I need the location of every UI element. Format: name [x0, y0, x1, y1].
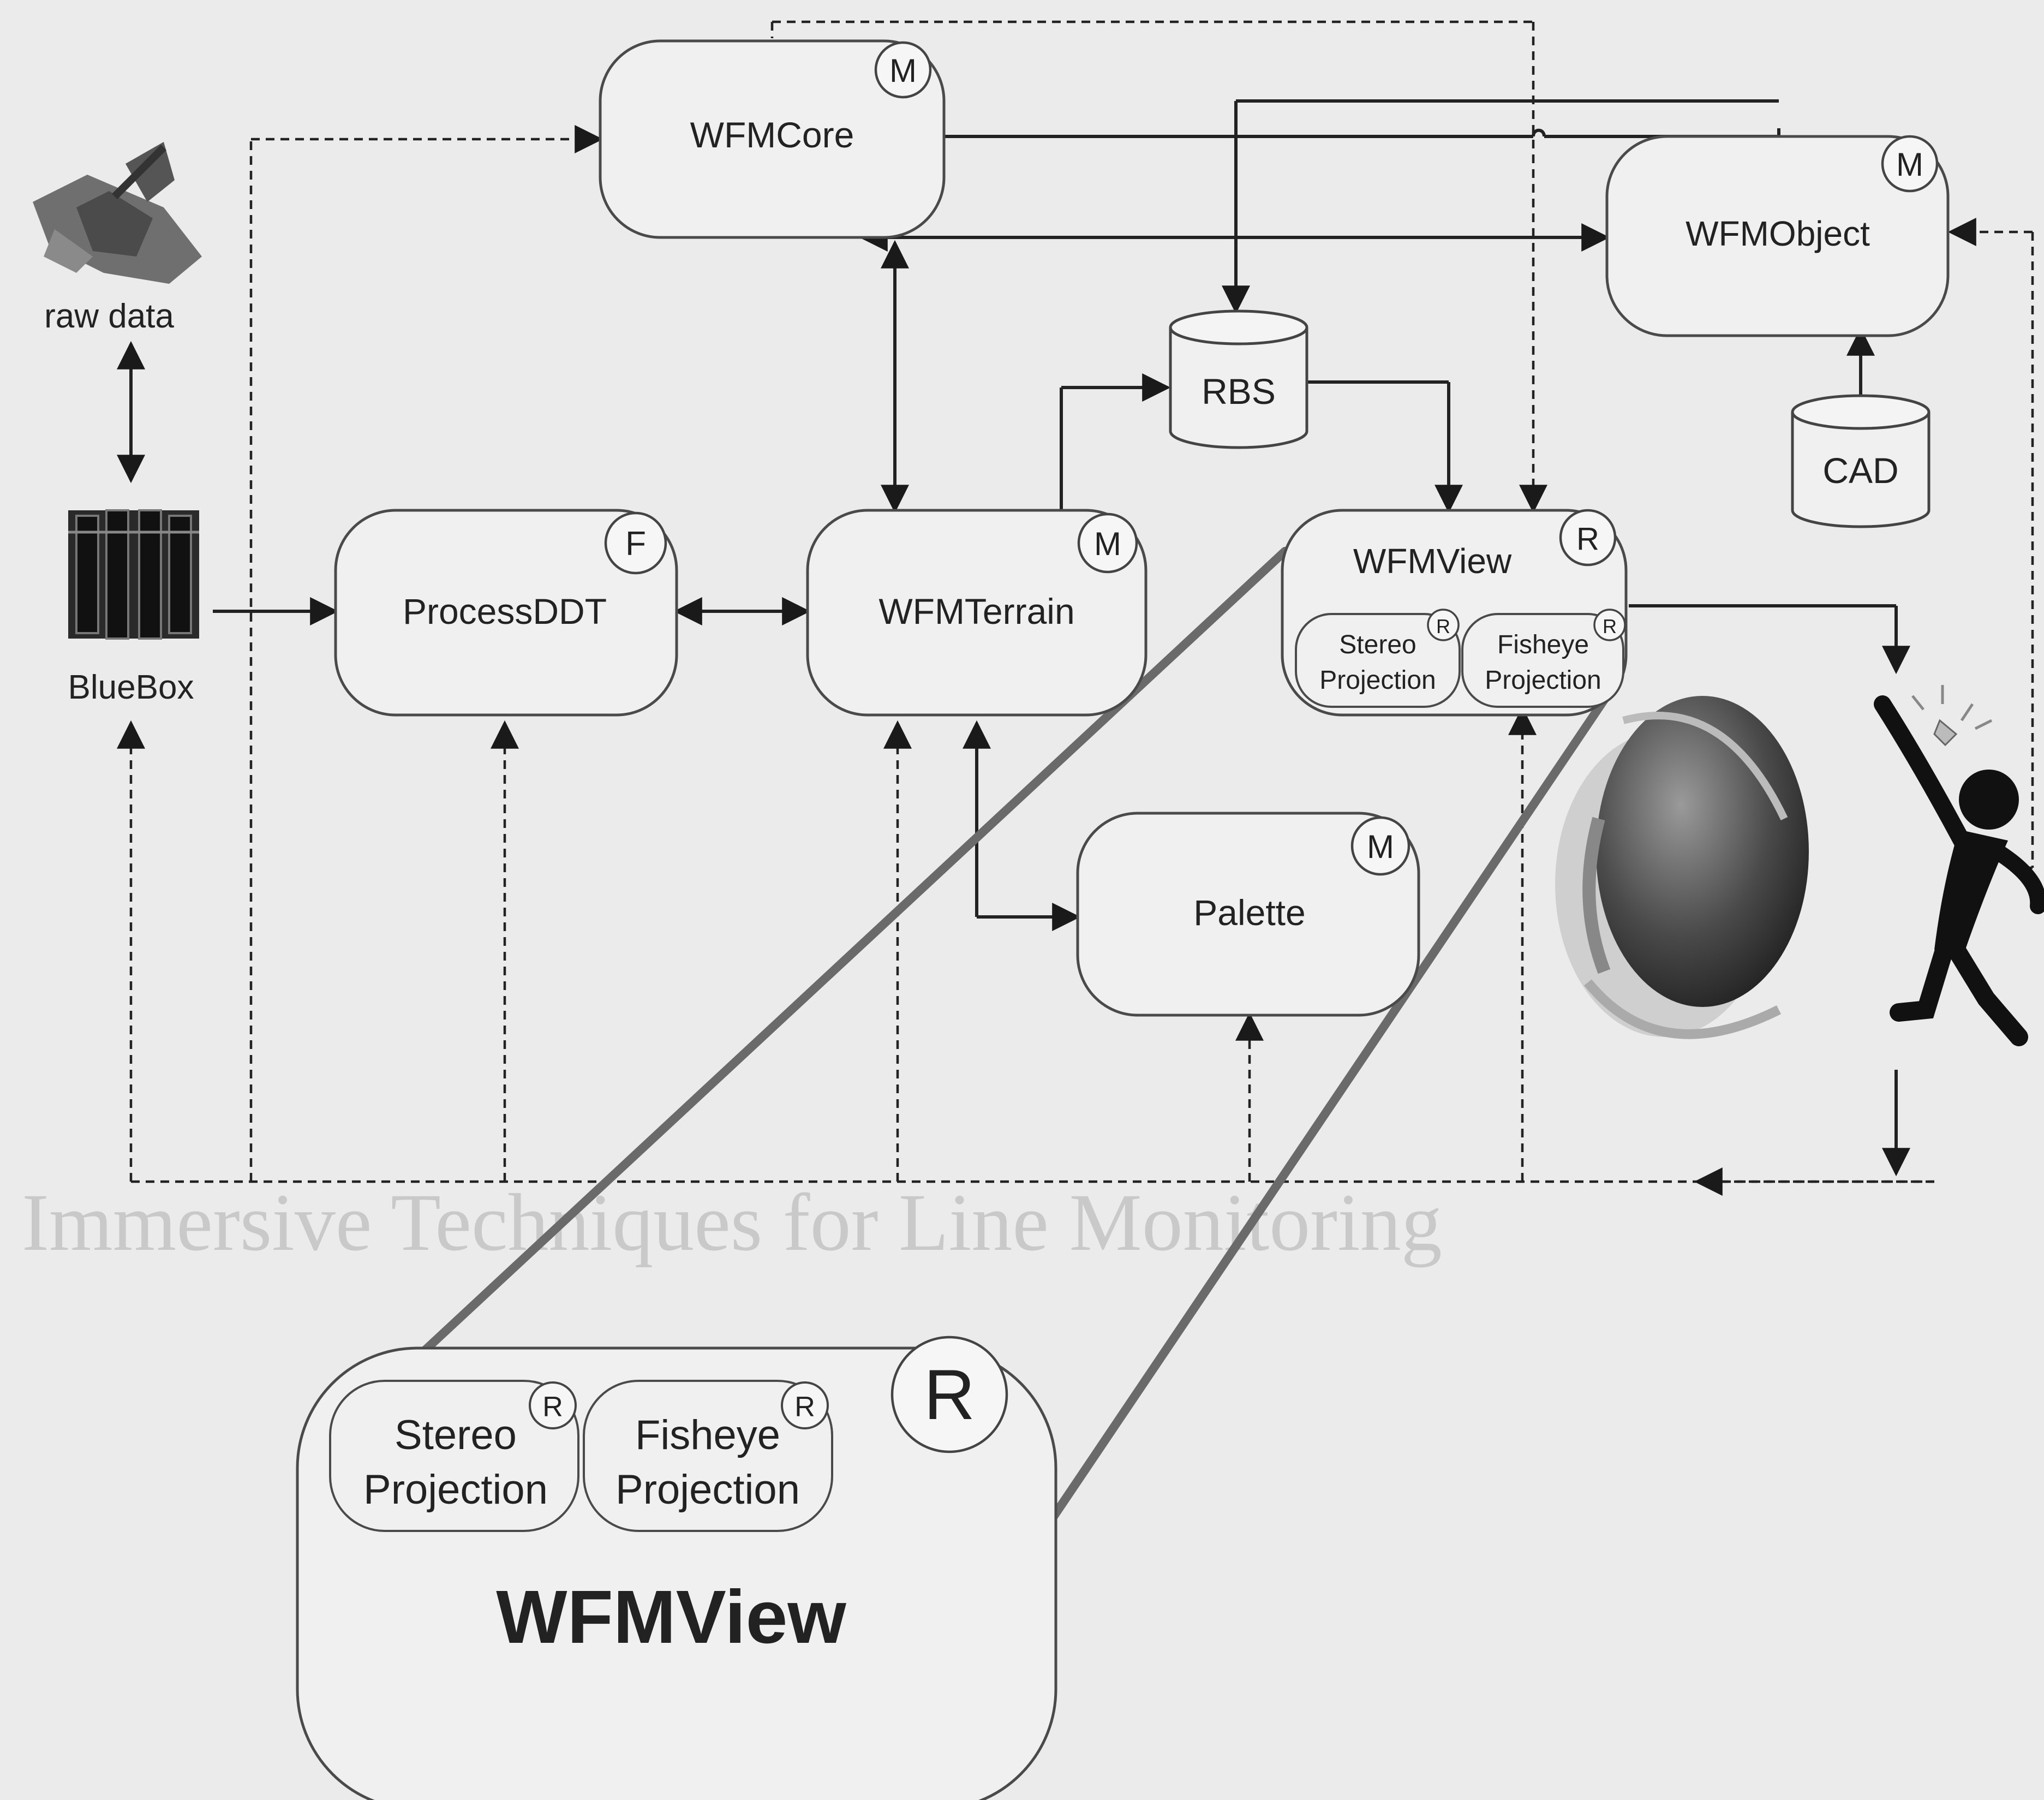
svg-text:R: R [794, 1391, 815, 1423]
svg-text:Fisheye: Fisheye [635, 1412, 780, 1458]
wfmterrain-badge: M [1079, 514, 1137, 572]
processddt-label: ProcessDDT [403, 591, 607, 631]
cad-database[interactable]: CAD [1792, 396, 1929, 527]
wfmcore-label: WFMCore [690, 115, 854, 155]
wfmobject-badge: M [1882, 136, 1937, 191]
wfmcore-node[interactable]: WFMCore M [600, 41, 944, 237]
palette-label: Palette [1193, 892, 1305, 933]
user-figure-icon [1882, 685, 2038, 1037]
bluebox-icon [68, 510, 199, 639]
raw-data-label: raw data [44, 297, 174, 335]
bluebox-label: BlueBox [68, 669, 194, 706]
svg-text:M: M [1896, 146, 1923, 183]
svg-text:R: R [1603, 615, 1617, 637]
vr-helmet-image [1555, 696, 1809, 1037]
zoomed-stereo-badge: R [530, 1382, 576, 1428]
svg-text:Stereo: Stereo [395, 1412, 517, 1458]
wfmview-badge: R [1561, 510, 1615, 565]
wfmterrain-node[interactable]: WFMTerrain M [808, 510, 1146, 715]
svg-text:R: R [542, 1391, 563, 1423]
zoomed-stereo-projection[interactable]: Stereo Projection R [330, 1381, 578, 1531]
svg-text:Fisheye: Fisheye [1497, 630, 1589, 659]
processddt-node[interactable]: ProcessDDT F [336, 510, 677, 715]
svg-text:Projection: Projection [1319, 666, 1436, 695]
zoomed-wfmview-label: WFMView [496, 1575, 846, 1659]
wfmview-stereo-projection[interactable]: Stereo Projection R [1296, 610, 1460, 707]
zoomed-wfmview-badge: R [892, 1337, 1007, 1452]
svg-text:Projection: Projection [615, 1467, 800, 1513]
wfmview-label: WFMView [1353, 541, 1512, 581]
svg-text:M: M [889, 52, 917, 89]
fisheye-small-badge: R [1594, 610, 1625, 640]
rbs-label: RBS [1202, 371, 1276, 412]
svg-text:M: M [1094, 526, 1121, 562]
svg-text:F: F [625, 525, 646, 563]
wfmcore-badge: M [876, 43, 930, 97]
raw-data-icon [33, 142, 202, 284]
svg-text:Projection: Projection [1485, 666, 1601, 695]
rbs-database[interactable]: RBS [1170, 311, 1307, 448]
svg-text:R: R [924, 1355, 975, 1434]
svg-text:M: M [1367, 829, 1394, 865]
wfmterrain-label: WFMTerrain [878, 591, 1074, 631]
wfmview-node[interactable]: WFMView R Stereo Projection R Fisheye Pr… [1282, 510, 1626, 715]
wfmobject-label: WFMObject [1686, 214, 1870, 253]
svg-text:R: R [1576, 521, 1599, 557]
zoomed-fisheye-badge: R [782, 1382, 828, 1428]
zoomed-wfmview-node[interactable]: WFMView R Stereo Projection R Fisheye Pr… [297, 1337, 1056, 1800]
processddt-badge: F [606, 513, 666, 573]
stereo-small-badge: R [1428, 610, 1459, 640]
wfmobject-node[interactable]: WFMObject M [1607, 136, 1948, 336]
zoomed-fisheye-projection[interactable]: Fisheye Projection R [584, 1381, 832, 1531]
svg-text:Projection: Projection [363, 1467, 548, 1513]
wfmview-fisheye-projection[interactable]: Fisheye Projection R [1462, 610, 1625, 707]
palette-badge: M [1352, 818, 1409, 874]
cad-label: CAD [1822, 450, 1898, 491]
svg-text:R: R [1436, 615, 1450, 637]
palette-node[interactable]: Palette M [1078, 813, 1419, 1015]
svg-text:Stereo: Stereo [1339, 630, 1416, 659]
